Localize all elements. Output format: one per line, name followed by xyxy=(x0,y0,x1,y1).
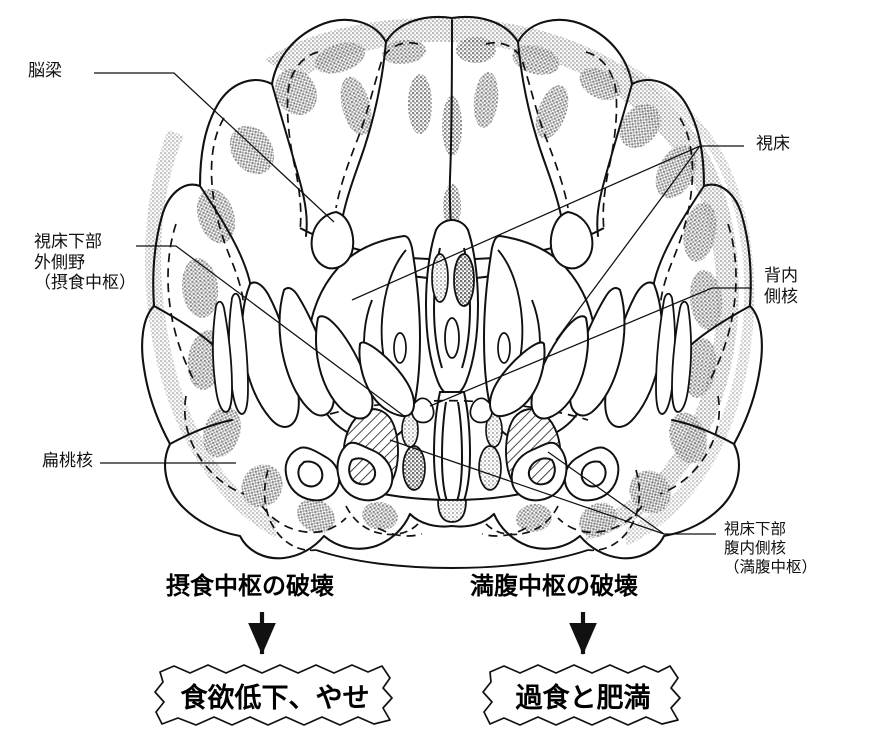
claustrum-strips xyxy=(212,292,692,415)
cortex-inner-dashed-boundary xyxy=(167,41,737,537)
label-corpus-callosum: 脳梁 xyxy=(28,61,62,81)
label-hypothalamus-ventromedial: 視床下部 腹内側核 （満腹中枢） xyxy=(724,520,818,576)
midline-nucleus-mid xyxy=(444,317,460,359)
basal-surface xyxy=(315,549,589,569)
callout-shape-left xyxy=(154,664,393,726)
amygdala-left xyxy=(284,441,394,502)
leader-corpus-callosum xyxy=(94,72,335,223)
outcome-callout-left: 食欲低下、やせ xyxy=(150,658,400,732)
midline-nuclei-upper xyxy=(431,253,475,307)
third-ventricle xyxy=(424,218,480,398)
heading-satiety-center-destruction: 満腹中枢の破壊 xyxy=(470,572,638,600)
label-hypothalamus-lateral: 視床下部 外側野 （摂食中枢） xyxy=(34,232,136,294)
ventricle-stalk xyxy=(432,391,472,516)
callout-shape-right xyxy=(482,664,681,726)
leader-lateral-hypothalamus xyxy=(136,245,405,417)
paramedian-nucleus-left xyxy=(393,332,407,364)
outcome-callout-right: 過食と肥満 xyxy=(480,658,686,732)
basal-ganglia-right xyxy=(488,281,663,428)
outcome-text-left: 食欲低下、やせ xyxy=(180,682,370,714)
heading-feeding-center-destruction: 摂食中枢の破壊 xyxy=(166,572,334,600)
label-amygdala: 扁桃核 xyxy=(42,451,93,471)
leader-ventromedial-b xyxy=(547,451,665,535)
brain-outline-group xyxy=(94,16,763,655)
cortical-stipple-texture xyxy=(144,17,755,546)
temporal-structures-dashed xyxy=(263,469,641,552)
label-dorsomedial-nucleus: 背内 側核 xyxy=(764,266,798,307)
median-eminence xyxy=(437,499,467,523)
flow-arrows xyxy=(248,612,597,655)
amygdala-right xyxy=(510,441,620,502)
leader-dorsomedial xyxy=(429,287,752,407)
label-thalamus: 視床 xyxy=(756,134,790,154)
leader-lines xyxy=(94,72,752,535)
outcome-text-right: 過食と肥満 xyxy=(515,682,651,714)
paramedian-nucleus-right xyxy=(497,332,511,364)
leader-thalamus-b xyxy=(555,145,701,341)
thalamus-lateral-caps xyxy=(310,210,594,270)
